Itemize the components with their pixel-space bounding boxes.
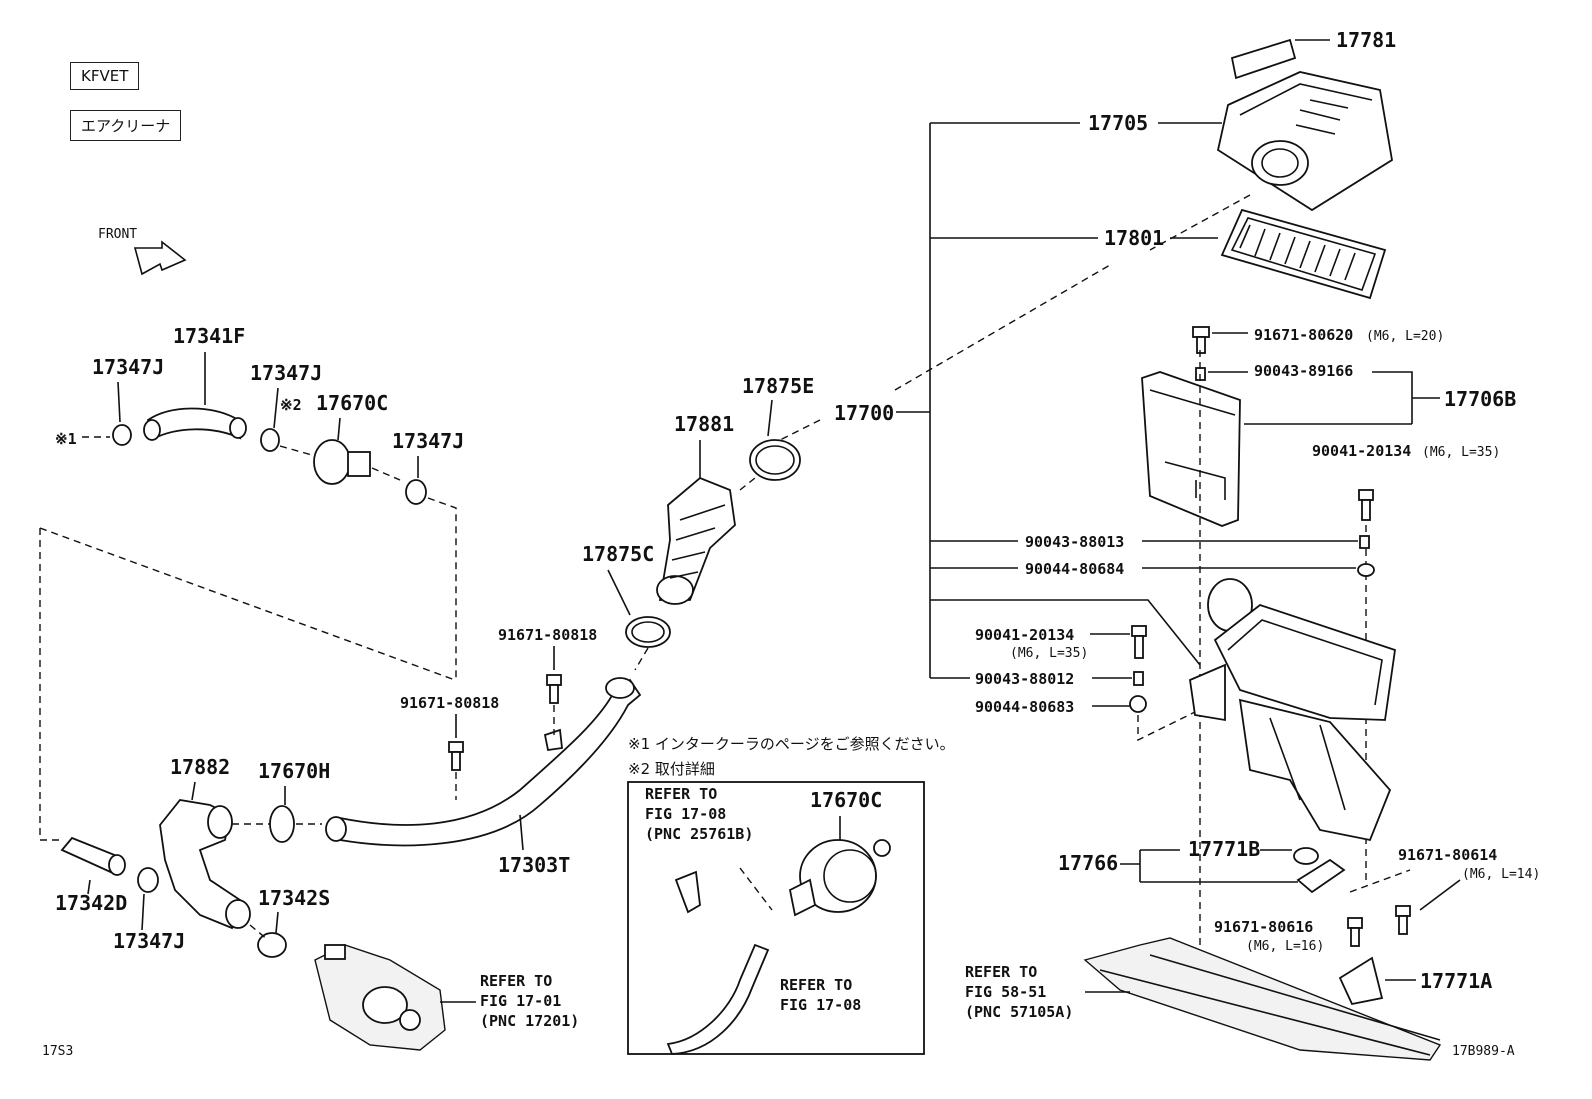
clamp-17670H [269,805,295,843]
label-17303T: 17303T [498,853,570,877]
label-17771A: 17771A [1420,969,1492,993]
label-17766: 17766 [1058,851,1118,875]
label-90041-20134-right: 90041-20134 [1312,442,1411,460]
spec-90041-20134-right: (M6, L=35) [1422,445,1500,460]
ref2-line1: REFER TO [645,785,717,803]
ref4-line3: (PNC 57105A) [965,1003,1073,1021]
label-17342D: 17342D [55,891,127,915]
model-tag: KFVET [70,62,140,90]
grommet-17771B [1293,847,1319,865]
ref2-line3: (PNC 25761B) [645,825,753,843]
bolt-90041-20134-left [1131,625,1147,659]
label-90043-89166: 90043-89166 [1254,362,1353,380]
section-tag: エアクリーナ [70,110,182,141]
note-2: ※2 取付詳細 [628,760,715,778]
label-90043-88012: 90043-88012 [975,670,1074,688]
footer-left: 17S3 [42,1044,73,1059]
grommet-90044-80684 [1357,563,1375,577]
bracket-17771B [1296,858,1346,894]
clamp-17347J-c [405,479,427,505]
detail-inset [627,781,925,1055]
grommet-90044-80683 [1129,695,1147,713]
label-17706B: 17706B [1444,387,1516,411]
part-17781 [1230,38,1330,80]
label-90044-80683: 90044-80683 [975,698,1074,716]
bolt-91671-80616 [1347,917,1363,947]
ref3-line1: REFER TO [780,976,852,994]
bolt-91671-80620 [1192,326,1210,354]
label-17341F: 17341F [173,324,245,348]
label-17347J-d: 17347J [113,929,185,953]
label-17670C-inset: 17670C [810,788,882,812]
spec-91671-80616: (M6, L=16) [1246,939,1324,954]
label-17700: 17700 [834,401,894,425]
ref1-line3: (PNC 17201) [480,1012,579,1030]
label-17670H: 17670H [258,759,330,783]
clamp-17347J-b [260,428,280,452]
label-91671-80616: 91671-80616 [1214,918,1313,936]
inset-valve [788,839,891,917]
label-17875E: 17875E [742,374,814,398]
clamp-17342S [257,932,287,958]
spec-91671-80614: (M6, L=14) [1462,867,1540,882]
label-17882: 17882 [170,755,230,779]
part-17303T [325,677,642,847]
label-17347J-b: 17347J [250,361,322,385]
label-17347J-c: 17347J [392,429,464,453]
ref3-line2: FIG 17-08 [780,996,861,1014]
part-17341F [143,407,247,441]
inset-hose-small [674,870,701,914]
part-17342D [60,836,126,876]
clamp-17347J-d [137,867,159,893]
spec-90041-20134-left: (M6, L=35) [1010,646,1088,661]
grommet-90043-88013 [1359,535,1370,549]
label-17670C: 17670C [316,391,388,415]
label-91671-80620: 91671-80620 [1254,326,1353,344]
label-90044-80684: 90044-80684 [1025,560,1124,578]
front-arrow-icon [133,240,187,276]
part-17801 [1220,208,1387,300]
ref1-line1: REFER TO [480,972,552,990]
bolt-90041-20134-right [1358,489,1374,521]
bolt-91671-80818-a [546,674,562,704]
note-1: ※1 インタークーラのページをご参照ください。 [628,735,955,753]
air-cleaner-case [1189,578,1396,842]
ref1-line2: FIG 17-01 [480,992,561,1010]
footer-right: 17B989-A [1452,1044,1515,1059]
bolt-91671-80614 [1395,905,1411,935]
label-91671-80818-b: 91671-80818 [400,694,499,712]
part-17705 [1216,71,1393,212]
label-90043-88013: 90043-88013 [1025,533,1124,551]
mark-2: ※2 [280,396,302,414]
label-17801: 17801 [1104,226,1164,250]
part-17881 [656,476,736,605]
part-17670C [313,439,371,485]
ref4-line2: FIG 58-51 [965,983,1046,1001]
label-17771B: 17771B [1188,837,1260,861]
label-17342S: 17342S [258,886,330,910]
label-90041-20134-left: 90041-20134 [975,626,1074,644]
label-17881: 17881 [674,412,734,436]
label-17347J-a: 17347J [92,355,164,379]
part-17882 [159,799,251,930]
body-panel [1083,937,1442,1061]
ref4-line1: REFER TO [965,963,1037,981]
inset-hose-long [666,943,770,1055]
label-17705: 17705 [1088,111,1148,135]
ref2-line2: FIG 17-08 [645,805,726,823]
grommet-90043-88012 [1133,671,1144,686]
label-91671-80818-a: 91671-80818 [498,626,597,644]
label-91671-80614: 91671-80614 [1398,846,1497,864]
label-17781: 17781 [1336,28,1396,52]
mark-1: ※1 [55,430,77,448]
bracket-17771A [1338,956,1384,1006]
front-label: FRONT [98,227,137,242]
label-17875C: 17875C [582,542,654,566]
part-17706B [1141,371,1241,527]
turbocharger [314,944,446,1051]
bolt-91671-80818-b [448,741,464,771]
clamp-17347J-a [112,424,132,446]
spec-91671-80620: (M6, L=20) [1366,329,1444,344]
